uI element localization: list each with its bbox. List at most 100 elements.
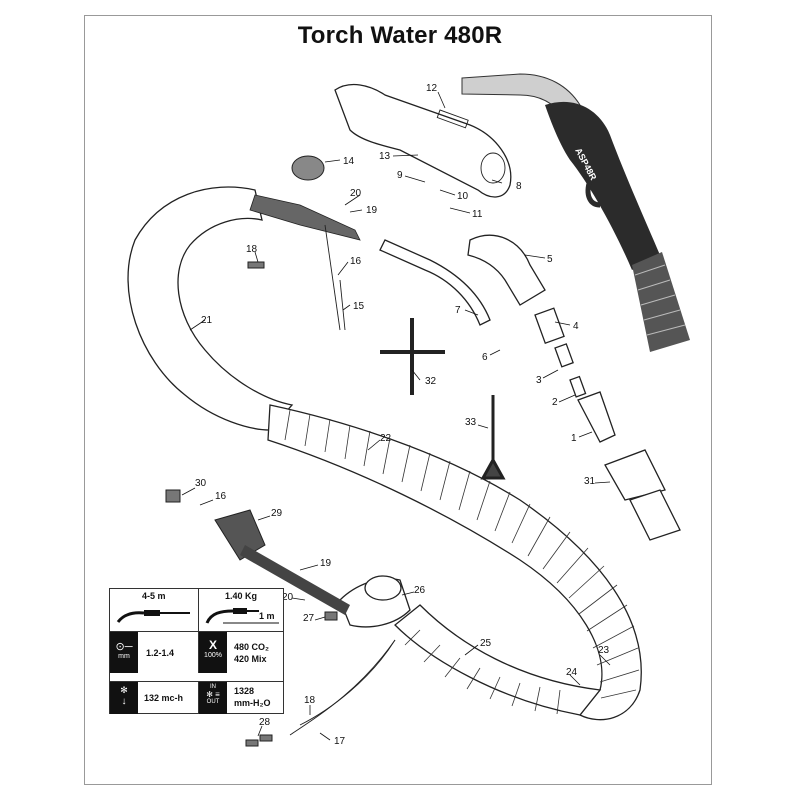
part-label-19a: 19: [366, 205, 378, 216]
part-label-26: 26: [414, 585, 426, 596]
cable-icon: [116, 610, 190, 623]
pressure-icon-out: OUT: [206, 699, 220, 705]
part-label-19b: 19: [320, 558, 332, 569]
flow-value: 132 mc-h: [144, 693, 184, 703]
part-numbers: 1 2 3 4 5 6 7 8 9 10 11 12 13 14 15 16 1…: [195, 83, 610, 747]
fitting-30: [165, 489, 181, 503]
part-label-25: 25: [480, 638, 492, 649]
part-label-4: 4: [573, 321, 579, 332]
part-label-9: 9: [397, 170, 403, 181]
coolant-pressure-icon: IN ✻ ≡ OUT: [199, 682, 227, 714]
pressure-value: 1328: [234, 686, 255, 696]
corrugated-hose: [267, 404, 642, 721]
part-label-27: 27: [303, 613, 315, 624]
duty-mix-value: 420 Mix: [234, 654, 267, 664]
part-label-16a: 16: [350, 256, 362, 267]
part-label-3: 3: [536, 375, 542, 386]
nut-part-14: [291, 155, 325, 181]
weight-per-value: 1 m: [259, 611, 275, 621]
diagram-title: Torch Water 480R: [297, 22, 503, 49]
part-label-10: 10: [457, 191, 469, 202]
cable-length-value: 4-5 m: [142, 591, 166, 601]
central-adapter-29: [214, 509, 266, 561]
coolant-flow-icon: ✻ ↓: [110, 682, 138, 714]
part-label-31: 31: [584, 476, 596, 487]
part-label-8: 8: [516, 181, 522, 192]
part-label-5: 5: [547, 254, 553, 265]
part-label-16b: 16: [215, 491, 227, 502]
lower-hose-corrugations: [404, 629, 561, 715]
part-label-18a: 18: [246, 244, 258, 255]
spec-table: 4-5 m 1.40 Kg 1 m ⊙─ mm 1.2-1.4 X 100% 4…: [109, 588, 284, 714]
diffuser-3: [554, 343, 574, 368]
nozzle-1: [577, 391, 616, 443]
weight-icon: [205, 608, 279, 624]
torch-trigger: [585, 179, 601, 208]
pin-28: [245, 739, 259, 747]
duty-icon-pct: 100%: [204, 652, 222, 659]
wire-duty-row: ⊙─ mm 1.2-1.4 X 100% 480 CO₂ 420 Mix: [110, 631, 283, 673]
wire-15: [339, 279, 346, 331]
shell-slot: [436, 109, 469, 129]
wire-icon: ⊙─ mm: [110, 632, 138, 673]
duty-co2-value: 480 CO₂: [234, 642, 270, 652]
wire-17: [289, 639, 396, 736]
contact-tip-2: [569, 375, 587, 398]
screw-27: [324, 611, 338, 621]
part-label-20a: 20: [350, 188, 362, 199]
cable-bundle: [249, 194, 361, 241]
handle-spring-rings: [634, 264, 686, 336]
part-label-29: 29: [271, 508, 283, 519]
part-label-6: 6: [482, 352, 488, 363]
connector-port: [364, 575, 402, 601]
adapter-7: [379, 239, 491, 326]
nozzle-31: [604, 449, 666, 501]
part-label-18b: 18: [304, 695, 316, 706]
leader-lines: [181, 91, 611, 741]
weight-value: 1.40 Kg: [225, 591, 258, 601]
part-label-28: 28: [259, 717, 271, 728]
torch-handle: [545, 101, 660, 270]
part-label-21: 21: [201, 315, 213, 326]
part-label-14: 14: [343, 156, 355, 167]
wire-18b: [299, 639, 396, 726]
shell-hole: [480, 152, 506, 184]
wire-range-value: 1.2-1.4: [146, 648, 175, 658]
part-label-1: 1: [571, 433, 577, 444]
nozzle-31b: [629, 489, 681, 541]
torch-handle-spring: [632, 252, 690, 352]
cable-length-cell: 4-5 m: [110, 589, 198, 631]
hose-cover: [127, 186, 294, 431]
handle-shell: [334, 83, 512, 198]
part-label-20b: 20: [282, 592, 294, 603]
pin-18: [247, 261, 265, 269]
lower-hose: [394, 604, 602, 716]
duty-icon-x: X: [208, 638, 217, 652]
pressure-unit: mm-H₂O: [234, 698, 271, 708]
tip-holder-4: [534, 307, 565, 345]
part-label-17: 17: [334, 736, 346, 747]
flow-pressure-row: ✻ ↓ 132 mc-h IN ✻ ≡ OUT 1328 mm-H₂O: [110, 681, 283, 714]
part-label-22: 22: [380, 433, 392, 444]
main-cable-bundle: [240, 545, 350, 615]
weight-cell: 1.40 Kg 1 m: [199, 589, 285, 631]
wire-16: [324, 224, 341, 331]
pin-28b: [259, 734, 273, 742]
pressure-icon-in: IN: [210, 684, 216, 690]
part-label-12: 12: [426, 83, 438, 94]
tool-33: [480, 395, 506, 480]
part-label-7: 7: [455, 305, 461, 316]
duty-cycle-icon: X 100%: [199, 632, 227, 673]
part-label-11: 11: [472, 209, 483, 220]
part-label-32: 32: [425, 376, 437, 387]
swan-neck-5: [467, 234, 546, 306]
hose-corrugations: [284, 409, 640, 699]
part-label-13: 13: [379, 151, 391, 162]
part-label-30: 30: [195, 478, 207, 489]
part-label-24: 24: [566, 667, 578, 678]
part-label-33: 33: [465, 417, 477, 428]
part-label-15: 15: [353, 301, 365, 312]
part-label-2: 2: [552, 397, 558, 408]
part-label-23: 23: [598, 645, 610, 656]
